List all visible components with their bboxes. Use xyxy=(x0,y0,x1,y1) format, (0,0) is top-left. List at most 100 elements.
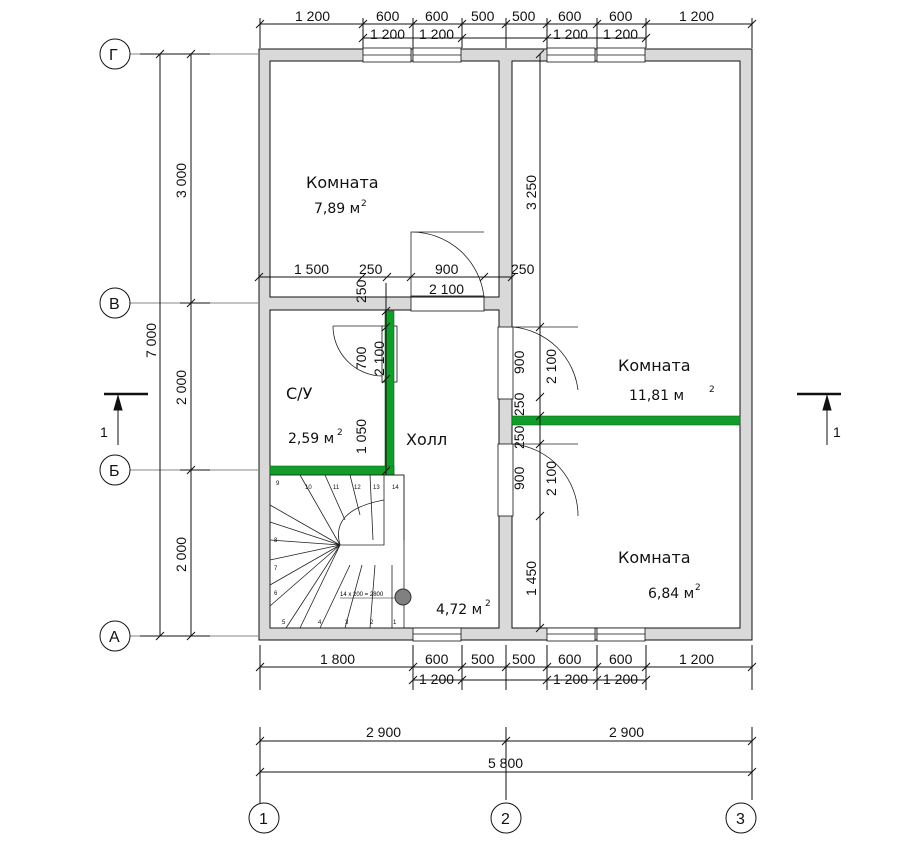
bottom-dim-labels: 1 800 600 500 500 600 600 1 200 1 200 1 … xyxy=(320,651,714,771)
room-right-top-sup: 2 xyxy=(709,385,715,395)
svg-text:9: 9 xyxy=(276,481,280,487)
svg-text:3: 3 xyxy=(345,620,349,626)
row-axis-markers: Г В Б А xyxy=(99,38,131,652)
hall-name: Холл xyxy=(406,430,447,449)
door-openings xyxy=(381,295,514,517)
svg-text:1 050: 1 050 xyxy=(353,419,369,454)
svg-text:250: 250 xyxy=(511,425,527,449)
partition-bath-horizontal xyxy=(269,465,395,476)
top-dim-labels: 1 200 600 600 500 500 600 600 1 200 1 20… xyxy=(295,8,714,42)
svg-text:1 800: 1 800 xyxy=(320,651,355,667)
left-dim-labels: 7 000 3 000 2 000 2 000 xyxy=(143,163,189,572)
svg-text:250: 250 xyxy=(511,392,527,416)
svg-text:2 100: 2 100 xyxy=(543,461,559,496)
axis-v: В xyxy=(109,296,120,313)
svg-text:1 200: 1 200 xyxy=(603,671,638,687)
col-axis-markers: 1 2 3 xyxy=(248,800,757,834)
axis-b: Б xyxy=(109,463,120,480)
svg-text:3 000: 3 000 xyxy=(173,163,189,198)
svg-text:2: 2 xyxy=(370,620,374,626)
svg-text:250: 250 xyxy=(359,261,383,277)
svg-text:1 200: 1 200 xyxy=(553,26,588,42)
svg-text:600: 600 xyxy=(425,8,449,24)
svg-text:1 500: 1 500 xyxy=(294,261,329,277)
svg-text:2 000: 2 000 xyxy=(173,537,189,572)
svg-text:1 200: 1 200 xyxy=(679,651,714,667)
svg-text:500: 500 xyxy=(471,651,495,667)
door-swing-right-upper xyxy=(512,326,579,391)
svg-text:600: 600 xyxy=(609,8,633,24)
svg-text:600: 600 xyxy=(376,8,400,24)
svg-text:1 200: 1 200 xyxy=(603,26,638,42)
room-top-left-name: Комната xyxy=(306,173,379,192)
window-bottom-2 xyxy=(546,627,596,642)
hall-area: 4,72 м xyxy=(436,602,482,618)
svg-text:14: 14 xyxy=(392,485,399,491)
bathroom-name: С/У xyxy=(286,384,313,403)
svg-text:1 200: 1 200 xyxy=(679,8,714,24)
svg-text:10: 10 xyxy=(305,485,312,491)
section-marker-left xyxy=(104,392,148,445)
svg-text:11: 11 xyxy=(333,485,340,491)
staircase xyxy=(269,474,405,629)
inner-dimensions xyxy=(254,49,545,633)
svg-text:600: 600 xyxy=(558,651,582,667)
section-marker-right xyxy=(797,392,841,445)
svg-text:1 200: 1 200 xyxy=(295,8,330,24)
window-bottom-1 xyxy=(412,627,462,642)
svg-text:700: 700 xyxy=(353,346,369,370)
inner-dim-labels: 1 500 250 900 250 2 100 250 700 2 100 1 … xyxy=(294,175,559,596)
svg-text:1: 1 xyxy=(393,620,397,626)
room-right-top-name: Комната xyxy=(618,356,691,375)
svg-text:250: 250 xyxy=(353,279,369,303)
svg-text:600: 600 xyxy=(609,651,633,667)
svg-text:7 000: 7 000 xyxy=(143,323,159,358)
bathroom-area: 2,59 м xyxy=(288,431,334,447)
svg-text:13: 13 xyxy=(373,485,380,491)
svg-text:2 900: 2 900 xyxy=(609,724,644,740)
room-right-bottom-area: 6,84 м xyxy=(648,586,694,602)
svg-text:8: 8 xyxy=(274,538,278,544)
svg-text:2 900: 2 900 xyxy=(366,724,401,740)
left-dimensions xyxy=(130,49,258,641)
axis-g: Г xyxy=(109,47,118,64)
axis-2: 2 xyxy=(501,811,510,828)
svg-text:7: 7 xyxy=(274,566,278,572)
svg-text:2 100: 2 100 xyxy=(543,349,559,384)
room-labels: Комната 7,89 м 2 Комната 11,81 м 2 Комна… xyxy=(286,173,715,618)
svg-text:4: 4 xyxy=(318,620,322,626)
svg-text:3 250: 3 250 xyxy=(523,175,539,210)
svg-text:1 200: 1 200 xyxy=(553,671,588,687)
axis-a: А xyxy=(109,629,120,646)
room-top-left-area: 7,89 м xyxy=(314,201,360,217)
axis-1: 1 xyxy=(259,811,268,828)
svg-text:600: 600 xyxy=(558,8,582,24)
svg-text:1 450: 1 450 xyxy=(523,561,539,596)
svg-text:900: 900 xyxy=(511,350,527,374)
stair-step-numbers: 1 2 3 4 5 6 7 8 9 10 11 12 13 14 xyxy=(274,481,399,626)
hall-sup: 2 xyxy=(485,599,491,609)
section-right-label: 1 xyxy=(833,424,841,440)
room-right-bottom-name: Комната xyxy=(618,548,691,567)
windows xyxy=(362,47,646,642)
svg-text:2 100: 2 100 xyxy=(371,341,387,376)
bathroom-sup: 2 xyxy=(337,428,343,438)
svg-text:5: 5 xyxy=(282,620,286,626)
door-swing-right-lower xyxy=(512,443,579,517)
svg-text:2 100: 2 100 xyxy=(429,281,464,297)
svg-text:1 200: 1 200 xyxy=(419,26,454,42)
svg-text:1 200: 1 200 xyxy=(419,671,454,687)
svg-text:900: 900 xyxy=(435,261,459,277)
stair-post xyxy=(394,588,412,606)
section-left-label: 1 xyxy=(100,424,108,440)
window-bottom-3 xyxy=(596,627,646,642)
axis-3: 3 xyxy=(736,811,745,828)
bottom-dimensions xyxy=(255,645,757,800)
room-right-bottom-sup: 2 xyxy=(695,583,701,593)
door-swing-bath xyxy=(332,325,383,377)
top-dimensions xyxy=(255,18,757,48)
room-top-left-sup: 2 xyxy=(361,199,367,209)
svg-text:900: 900 xyxy=(511,466,527,490)
svg-text:250: 250 xyxy=(511,261,535,277)
